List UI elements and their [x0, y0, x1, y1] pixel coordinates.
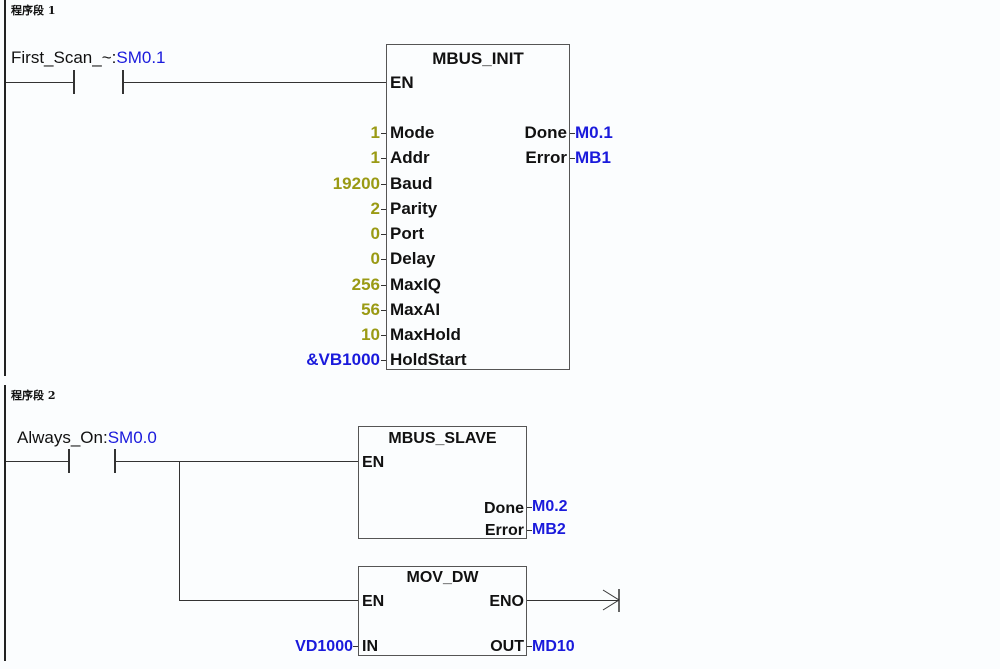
pin-mode: Mode: [390, 123, 435, 142]
mbus-init-block[interactable]: MBUS_INIT EN Mode Addr Baud Parity Port …: [386, 44, 570, 370]
mbus-slave-block[interactable]: MBUS_SLAVE EN Done Error: [358, 426, 527, 539]
contact-label-first-scan[interactable]: First_Scan_~:SM0.1: [11, 48, 166, 68]
pin-tick: [570, 133, 575, 134]
input-in-value[interactable]: VD1000: [295, 638, 353, 655]
param-maxhold-value[interactable]: 10: [361, 325, 380, 344]
branch-wire: [179, 461, 180, 601]
pin-tick: [381, 310, 386, 311]
pin-en: EN: [390, 73, 414, 92]
pin-error: Error: [525, 148, 567, 167]
mov-dw-block[interactable]: MOV_DW EN ENO IN OUT: [358, 566, 527, 656]
param-maxiq-value[interactable]: 256: [351, 275, 380, 294]
pin-tick: [381, 158, 386, 159]
network-2-title[interactable]: 程序段 2: [11, 389, 56, 402]
pin-tick: [381, 184, 386, 185]
pin-tick: [381, 133, 386, 134]
output-done-value[interactable]: M0.1: [575, 123, 613, 142]
pin-tick: [381, 234, 386, 235]
power-rail-network-2: [4, 385, 6, 661]
pin-tick: [381, 360, 386, 361]
pin-tick: [527, 530, 532, 531]
contact-symbol: First_Scan_~:: [11, 48, 117, 67]
pin-maxiq: MaxIQ: [390, 275, 442, 294]
pin-addr: Addr: [390, 148, 430, 167]
pin-maxhold: MaxHold: [390, 325, 461, 344]
network-end-arrow-icon: [602, 589, 620, 612]
output-error-value[interactable]: MB2: [532, 521, 566, 538]
pin-done: Done: [524, 123, 568, 142]
pin-parity: Parity: [390, 199, 438, 218]
contact-address: SM0.1: [116, 48, 166, 67]
param-holdstart-value[interactable]: &VB1000: [306, 350, 380, 369]
pin-en: EN: [362, 454, 385, 471]
param-addr-value[interactable]: 1: [370, 148, 380, 167]
wire: [6, 82, 74, 83]
param-delay-value[interactable]: 0: [370, 249, 380, 268]
pin-tick: [381, 209, 386, 210]
output-done-value[interactable]: M0.2: [532, 498, 568, 515]
wire: [179, 600, 359, 601]
network-1-title[interactable]: 程序段 1: [11, 4, 56, 17]
wire: [115, 461, 359, 462]
block-title: MBUS_SLAVE: [388, 430, 497, 447]
power-rail-network-1: [4, 0, 6, 376]
eno-wire: [527, 600, 619, 601]
param-baud-value[interactable]: 19200: [332, 174, 380, 193]
contact-address: SM0.0: [107, 428, 157, 447]
wire: [123, 82, 387, 83]
block-title: MOV_DW: [406, 569, 479, 586]
pin-delay: Delay: [390, 249, 436, 268]
wire: [6, 461, 68, 462]
pin-done: Done: [484, 500, 524, 517]
contact-no-left[interactable]: [68, 449, 70, 473]
pin-out: OUT: [490, 638, 524, 655]
pin-error: Error: [484, 522, 524, 539]
pin-tick: [527, 507, 532, 508]
pin-tick: [353, 646, 358, 647]
contact-symbol: Always_On:: [17, 428, 108, 447]
pin-tick: [527, 646, 532, 647]
pin-tick: [381, 335, 386, 336]
param-mode-value[interactable]: 1: [370, 123, 380, 142]
pin-tick: [381, 259, 386, 260]
pin-baud: Baud: [390, 174, 433, 193]
param-maxai-value[interactable]: 56: [361, 300, 380, 319]
pin-maxai: MaxAI: [390, 300, 441, 319]
block-title: MBUS_INIT: [432, 49, 524, 68]
pin-tick: [381, 285, 386, 286]
pin-eno: ENO: [489, 593, 524, 610]
param-parity-value[interactable]: 2: [370, 199, 380, 218]
pin-port: Port: [390, 224, 424, 243]
pin-in: IN: [362, 638, 378, 655]
pin-tick: [570, 158, 575, 159]
output-out-value[interactable]: MD10: [532, 638, 575, 655]
contact-no-right[interactable]: [122, 70, 124, 94]
param-port-value[interactable]: 0: [370, 224, 380, 243]
pin-holdstart: HoldStart: [390, 350, 467, 369]
pin-en: EN: [362, 593, 385, 610]
contact-label-always-on[interactable]: Always_On:SM0.0: [17, 428, 157, 448]
contact-no-right[interactable]: [114, 449, 116, 473]
contact-no-left[interactable]: [73, 70, 75, 94]
output-error-value[interactable]: MB1: [575, 148, 611, 167]
